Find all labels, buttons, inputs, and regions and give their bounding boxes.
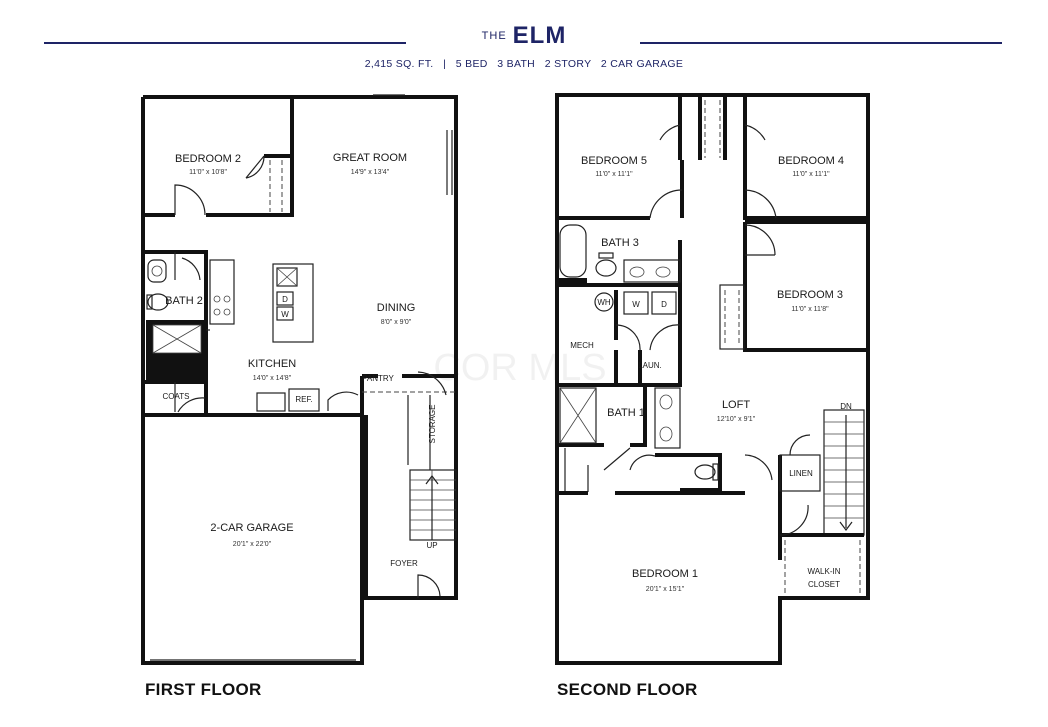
garage-label: 2-CAR GARAGE: [210, 522, 293, 534]
header-rule-left: [44, 42, 406, 44]
great-room-dimensions: 14'9" x 13'4": [351, 169, 390, 176]
second-floor-outer-wall: [555, 93, 870, 665]
garage-dimensions: 20'1" x 22'0": [233, 541, 272, 548]
second-floor-washer-label: W: [632, 300, 640, 309]
bedroom-4-label: BEDROOM 4: [778, 155, 844, 167]
second-floor-plan: [555, 93, 870, 665]
pantry-label: PANTRY: [362, 374, 394, 383]
kitchen-dimensions: 14'0" x 14'8": [253, 375, 292, 382]
plan-title-prefix: THE: [481, 30, 507, 42]
bedroom-1-dimensions: 20'1" x 15'1": [646, 586, 685, 593]
plan-model-name: ELM: [512, 22, 567, 49]
foyer-label: FOYER: [390, 559, 418, 568]
bedroom-1-label: BEDROOM 1: [632, 568, 698, 580]
storage-label: STORAGE: [428, 405, 437, 444]
first-floor-label: FIRST FLOOR: [145, 680, 262, 699]
walk-in-closet-label-line-2: CLOSET: [808, 580, 840, 589]
first-floor-outer-wall: [141, 95, 458, 665]
coats-label: COATS: [163, 392, 190, 401]
stairs-down-label: DN: [840, 402, 852, 411]
second-floor-dryer-label: D: [661, 300, 667, 309]
bedroom-4-dimensions: 11'0" x 11'1": [792, 171, 830, 178]
bedroom-2-label: BEDROOM 2: [175, 153, 241, 165]
watermark-text: COR MLS: [433, 347, 606, 389]
first-floor-dryer-label: D: [282, 295, 288, 304]
first-floor-washer-label: W: [281, 310, 289, 319]
plan-summary: 2,415 SQ. FT. | 5 BED 3 BATH 2 STORY 2 C…: [364, 58, 684, 70]
bedroom-5-dimensions: 11'0" x 11'1": [595, 171, 633, 178]
bedroom-2-dimensions: 11'0" x 10'8": [189, 169, 227, 176]
ref-label: REF.: [295, 395, 312, 404]
mech-label: MECH: [570, 341, 594, 350]
water-heater-label: WH: [597, 298, 611, 307]
bedroom-5-label: BEDROOM 5: [581, 155, 647, 167]
second-floor-label: SECOND FLOOR: [557, 680, 698, 699]
great-room-label: GREAT ROOM: [333, 152, 407, 164]
dining-label: DINING: [377, 302, 416, 314]
bath-1-label: BATH 1: [607, 407, 645, 419]
first-floor-plan: [141, 94, 458, 665]
bath-3-label: BATH 3: [601, 237, 639, 249]
walk-in-closet-label-line-1: WALK-IN: [807, 567, 840, 576]
bedroom-3-dimensions: 11'0" x 11'8": [791, 306, 829, 313]
bath-2-label: BATH 2: [165, 295, 203, 307]
stairs-up-label: UP: [426, 541, 437, 550]
laundry-label: LAUN.: [638, 361, 662, 370]
linen-label: LINEN: [789, 469, 813, 478]
loft-dimensions: 12'10" x 9'1": [717, 416, 756, 423]
header-rule-right: [640, 42, 1002, 44]
dining-dimensions: 8'0" x 9'0": [381, 319, 412, 326]
bedroom-3-label: BEDROOM 3: [777, 289, 843, 301]
kitchen-label: KITCHEN: [248, 358, 296, 370]
plan-title: THE ELM: [0, 22, 1048, 50]
loft-label: LOFT: [722, 399, 750, 411]
